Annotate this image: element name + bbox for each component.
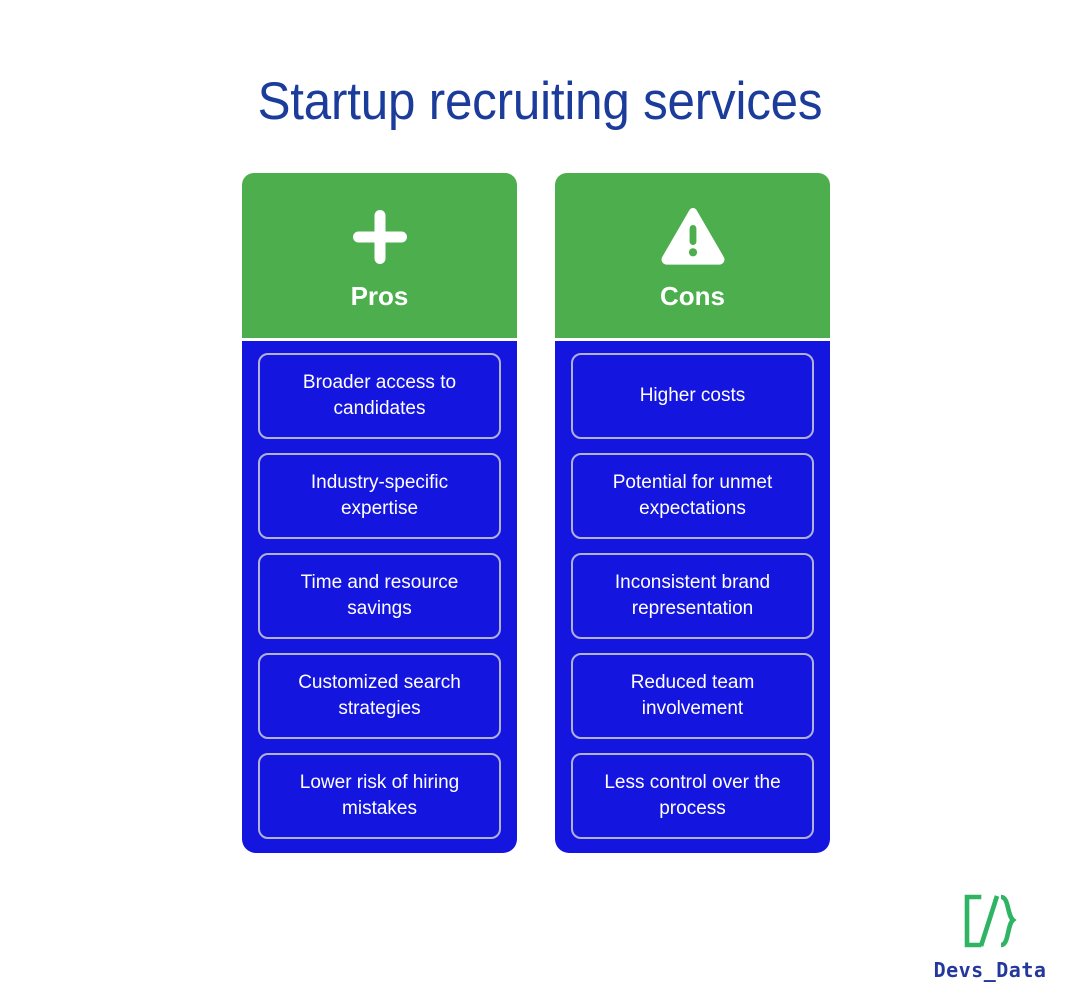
cons-header: Cons: [555, 173, 830, 338]
pros-column: Pros Broader access to candidates Indust…: [242, 173, 517, 853]
cons-column: Cons Higher costs Potential for unmet ex…: [555, 173, 830, 853]
brand-logo: Devs_Data: [929, 893, 1051, 982]
page-title: Startup recruiting services: [257, 71, 823, 131]
cons-header-label: Cons: [660, 281, 725, 311]
list-item: Reduced team involvement: [571, 653, 814, 739]
list-item: Customized search strategies: [258, 653, 501, 739]
code-bracket-icon: [957, 893, 1023, 954]
list-item: Less control over the process: [571, 753, 814, 839]
list-item: Inconsistent brand representation: [571, 553, 814, 639]
list-item: Broader access to candidates: [258, 353, 501, 439]
list-item: Lower risk of hiring mistakes: [258, 753, 501, 839]
pros-header-label: Pros: [350, 281, 409, 311]
pros-header: Pros: [242, 173, 517, 338]
cons-list: Higher costs Potential for unmet expecta…: [555, 341, 830, 853]
list-item: Time and resource savings: [258, 553, 501, 639]
list-item: Potential for unmet expectations: [571, 453, 814, 539]
plus-icon: [347, 203, 413, 271]
pros-cons-comparison: Pros Broader access to candidates Indust…: [242, 173, 830, 853]
pros-list: Broader access to candidates Industry-sp…: [242, 341, 517, 853]
brand-name: Devs_Data: [933, 958, 1047, 982]
list-item: Higher costs: [571, 353, 814, 439]
list-item: Industry-specific expertise: [258, 453, 501, 539]
warning-triangle-icon: [660, 203, 726, 271]
